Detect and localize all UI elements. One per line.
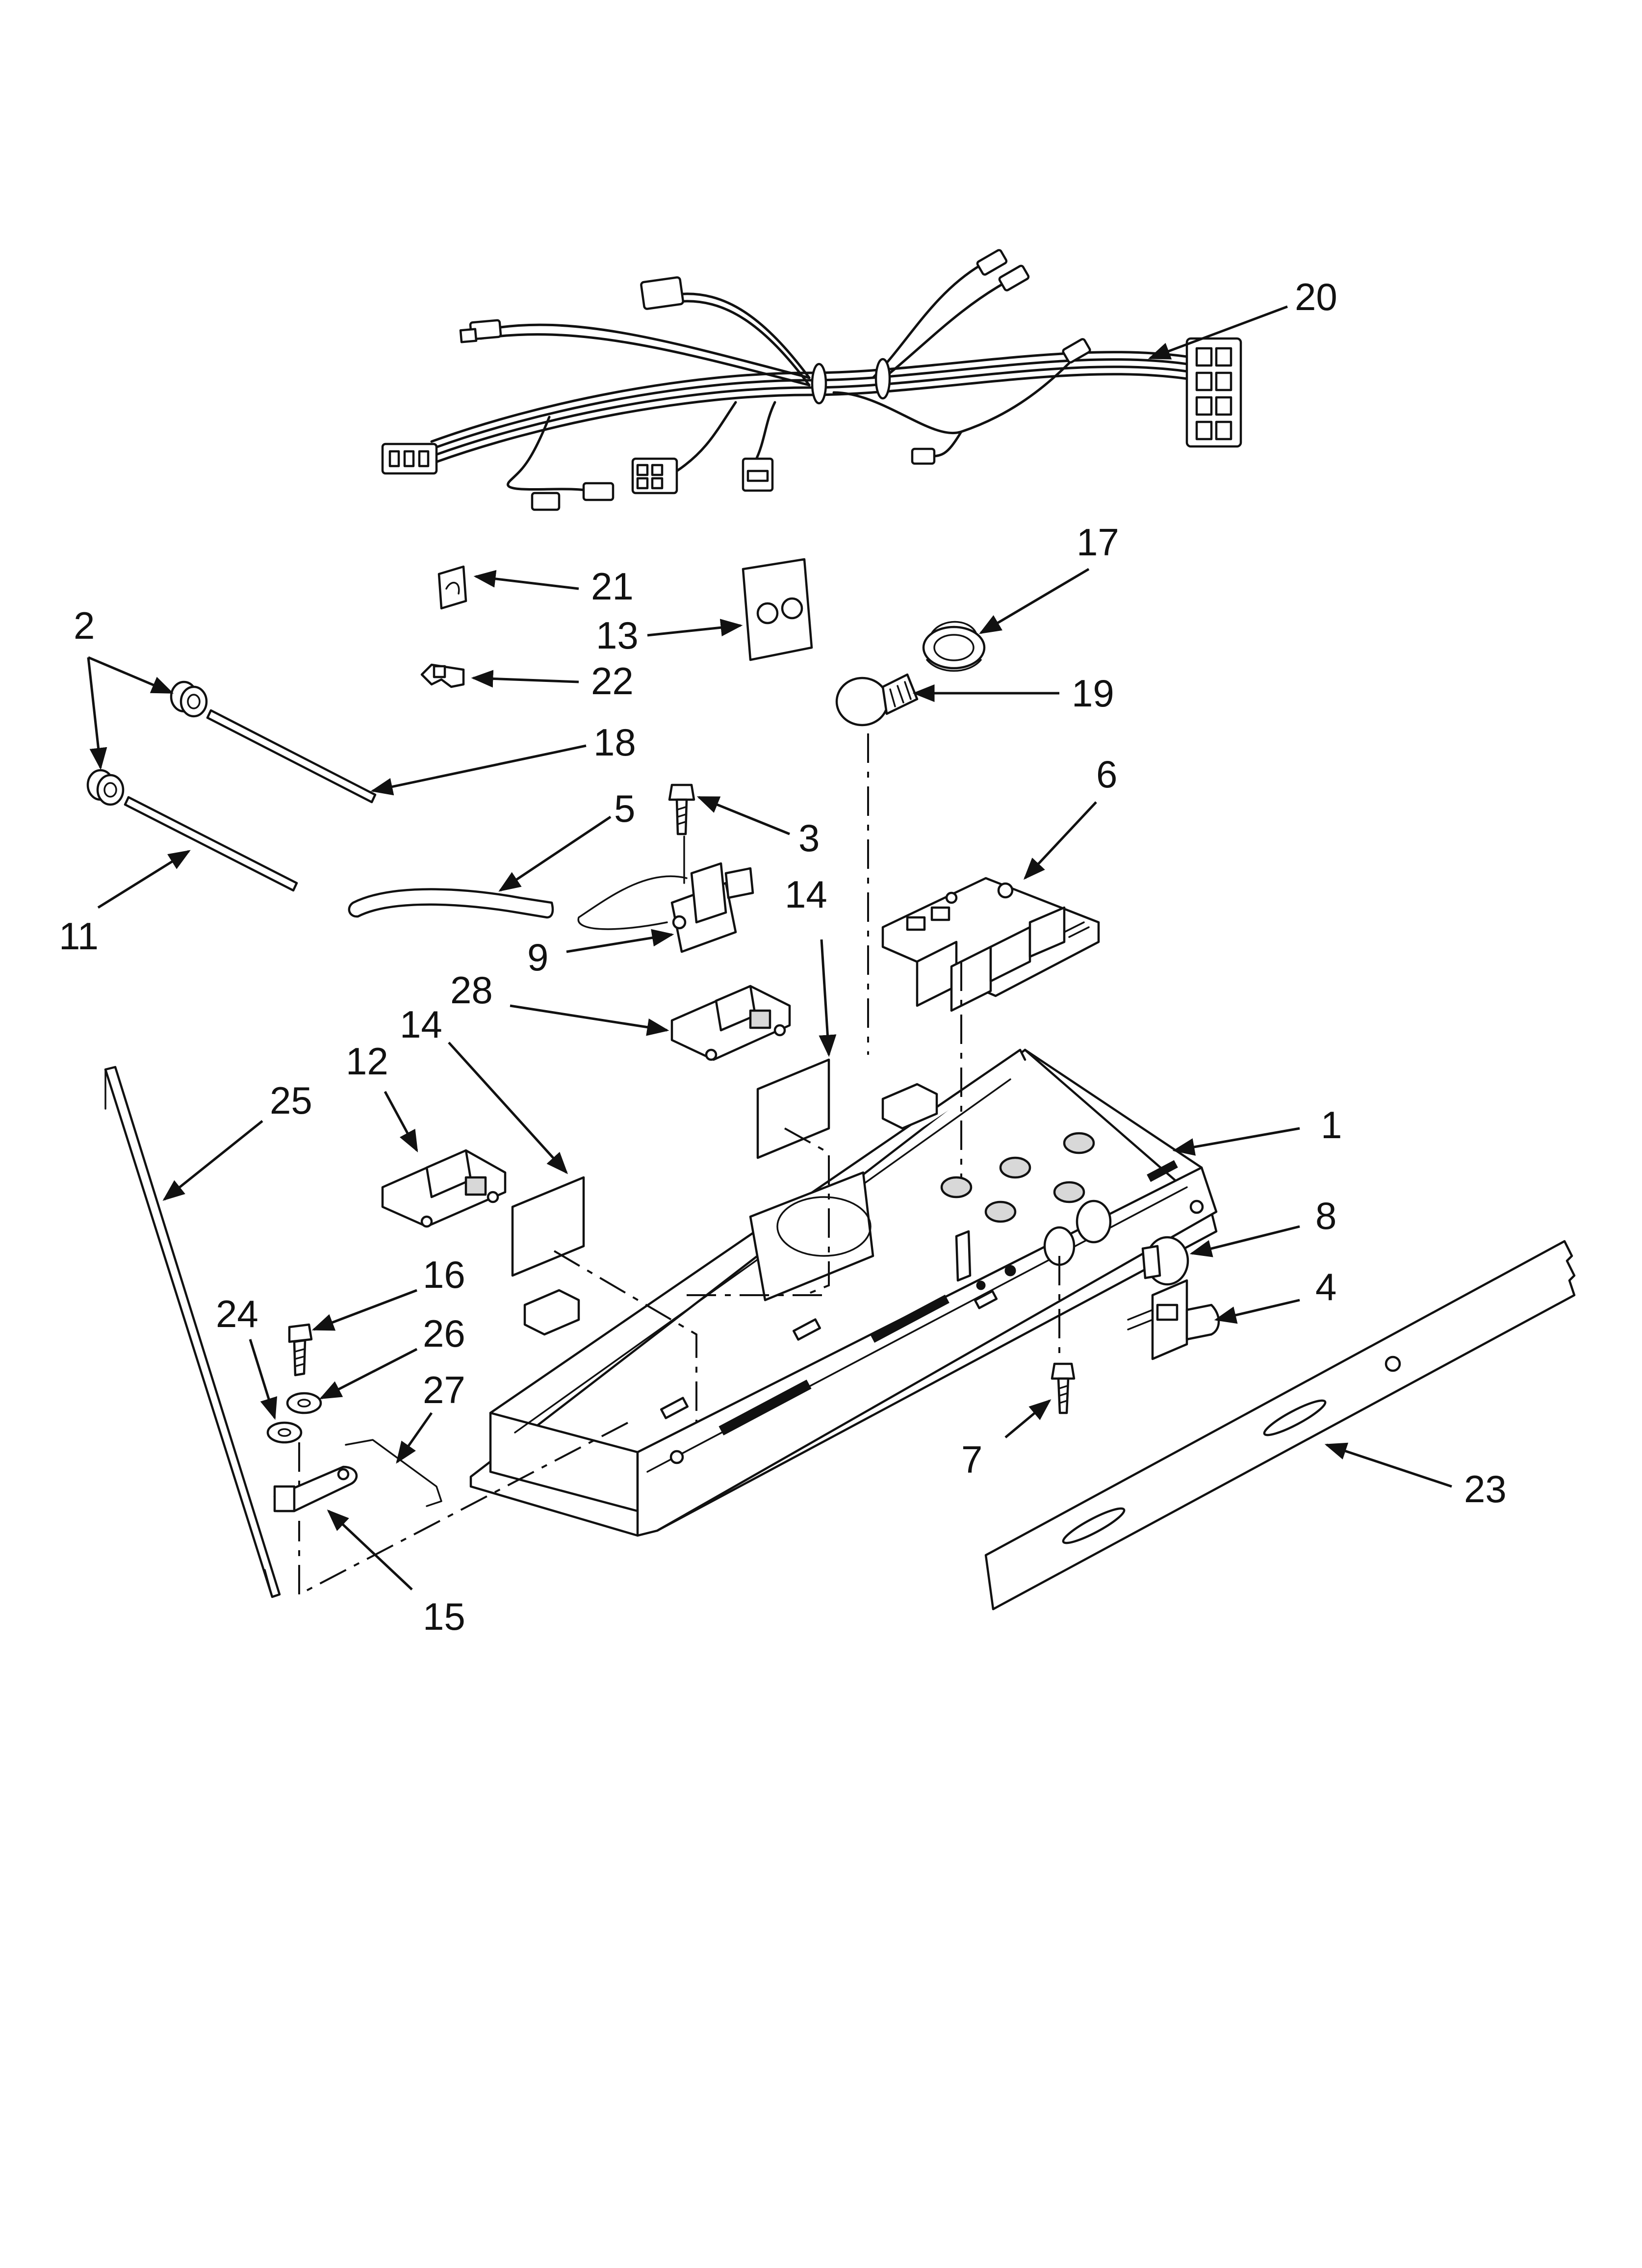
callout-21: 21 (591, 565, 634, 608)
tube-5 (348, 888, 554, 919)
knob-8 (1141, 1236, 1189, 1286)
light-bulb-19 (835, 673, 919, 727)
clip-part-22 (420, 663, 465, 688)
callout-5: 5 (614, 787, 635, 830)
callout-20: 20 (1295, 275, 1337, 318)
callout-14-right: 14 (785, 873, 827, 916)
callout-2: 2 (74, 604, 95, 647)
callout-18: 18 (593, 721, 636, 764)
callout-26: 26 (423, 1312, 465, 1355)
callout-14-left: 14 (400, 1003, 442, 1046)
control-board-6 (881, 877, 1100, 1012)
callout-28: 28 (450, 968, 493, 1012)
trim-strip-25 (984, 1240, 1576, 1611)
rod-23 (104, 1066, 281, 1598)
rod-18 (206, 709, 377, 804)
wire-harness (381, 249, 1242, 511)
insulator-pad-13 (742, 558, 813, 661)
bracket-28 (670, 985, 791, 1061)
callout-25: 23 (1464, 1467, 1507, 1511)
callout-27: 27 (423, 1368, 465, 1411)
screw-7 (1051, 1362, 1076, 1414)
callout-3: 3 (798, 816, 820, 860)
lamp-socket-17 (922, 621, 986, 672)
callout-22: 22 (591, 659, 634, 703)
rod-11 (124, 796, 298, 892)
callout-11: 11 (59, 914, 99, 958)
callout-15: 15 (423, 1595, 465, 1638)
bracket-15 (273, 1465, 358, 1512)
spring-clip-27 (345, 1439, 442, 1507)
control-housing-1 (469, 1048, 1218, 1537)
callout-17: 17 (1077, 521, 1119, 564)
label-14-right (756, 1058, 830, 1159)
screw-16 (288, 1323, 313, 1377)
callout-19: 19 (1072, 672, 1114, 715)
callout-24: 24 (216, 1292, 258, 1335)
callout-12: 12 (346, 1040, 388, 1083)
callout-13: 13 (596, 614, 639, 657)
screw-3 (668, 783, 695, 835)
callout-9: 9 (527, 936, 548, 979)
callout-23: 25 (270, 1079, 312, 1122)
callout-16: 16 (423, 1253, 465, 1296)
washer-24 (266, 1421, 303, 1444)
callout-4: 4 (1315, 1265, 1336, 1308)
grommet-2 (86, 680, 208, 806)
callout-8: 8 (1315, 1194, 1336, 1237)
callout-1: 1 (1321, 1103, 1342, 1147)
callouts: 20 21 13 22 17 19 2 18 5 3 11 9 (59, 275, 1507, 1638)
alignment-lines (298, 733, 1060, 1596)
washer-26 (286, 1392, 322, 1414)
relay-9 (577, 835, 754, 953)
callout-6: 6 (1096, 753, 1117, 796)
clip-part-21 (437, 565, 467, 610)
bracket-12 (381, 1149, 507, 1228)
callout-7: 7 (961, 1438, 982, 1481)
label-14-left (511, 1176, 585, 1277)
switch-4 (1127, 1279, 1220, 1360)
